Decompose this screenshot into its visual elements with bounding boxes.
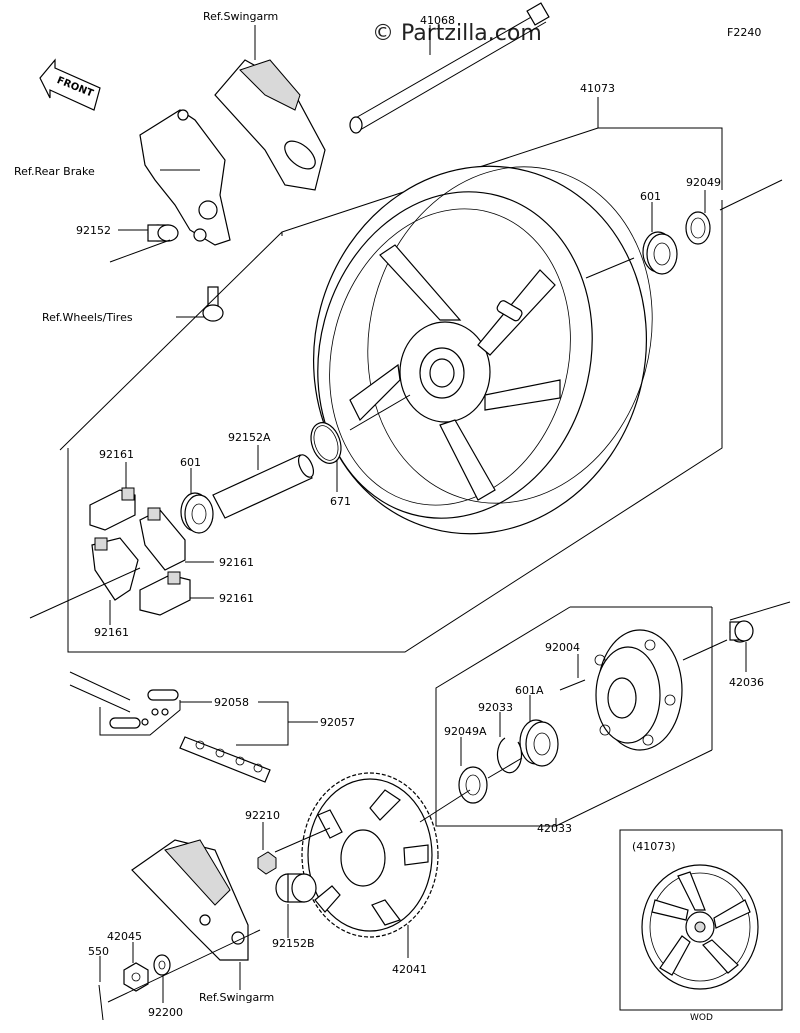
label-41068: 41068 <box>420 14 455 27</box>
watermark: © Partzilla.com <box>372 21 542 46</box>
o-ring-671 <box>310 422 342 464</box>
damper-92161-d <box>139 571 191 616</box>
valve-stem <box>202 286 224 322</box>
sprocket-hub-42033 <box>594 629 683 751</box>
collar-92152 <box>147 224 179 242</box>
swingarm-bracket-bottom <box>131 839 249 961</box>
damper-92161-b <box>139 507 186 571</box>
cotter-pin-550 <box>98 984 104 1021</box>
label-92152: 92152 <box>76 224 111 237</box>
inset-title: (41073) <box>632 840 676 853</box>
label-41073: 41073 <box>580 82 615 95</box>
label-92058: 92058 <box>214 696 249 709</box>
seal-92049 <box>685 211 711 245</box>
label-92161-a: 92161 <box>99 448 134 461</box>
label-92161-b: 92161 <box>219 556 254 569</box>
collar-42036 <box>729 620 754 643</box>
inset-caption: WOD <box>690 1013 713 1023</box>
rear-wheel <box>312 165 653 535</box>
label-ref-wheels-tires: Ref.Wheels/Tires <box>42 311 133 324</box>
front-arrow-icon: FRONT <box>39 58 101 111</box>
label-42041: 42041 <box>392 963 427 976</box>
label-601A: 601A <box>515 684 544 697</box>
damper-92161-c <box>91 537 139 601</box>
label-42036: 42036 <box>729 676 764 689</box>
rear-sprocket-42041 <box>301 772 439 938</box>
label-92161-c: 92161 <box>219 592 254 605</box>
drive-chain <box>69 671 271 783</box>
axle-41068 <box>349 2 550 134</box>
label-92152A: 92152A <box>228 431 271 444</box>
label-ref-rear-brake: Ref.Rear Brake <box>14 165 95 178</box>
damper-92161-a <box>89 487 136 531</box>
circlip-92033 <box>496 737 523 774</box>
label-92004: 92004 <box>545 641 580 654</box>
bearing-601-mid <box>180 492 214 534</box>
label-ref-swingarm-top: Ref.Swingarm <box>203 10 278 23</box>
washer-92200 <box>153 954 171 976</box>
bearing-601A <box>519 719 559 767</box>
castle-nut-42045 <box>123 962 149 992</box>
nut-92210 <box>257 851 277 875</box>
label-92200: 92200 <box>148 1006 183 1019</box>
inset-wheel-41073: (41073) WOD <box>619 829 783 1023</box>
label-601-mid: 601 <box>180 456 201 469</box>
label-92057: 92057 <box>320 716 355 729</box>
collar-92152B <box>275 873 317 903</box>
rear-brake-bracket <box>139 109 231 246</box>
label-601-top: 601 <box>640 190 661 203</box>
figure-code: F2240 <box>727 26 761 39</box>
label-42045: 42045 <box>107 930 142 943</box>
label-92152B: 92152B <box>272 937 315 950</box>
label-ref-swingarm-bottom: Ref.Swingarm <box>199 991 274 1004</box>
label-92049: 92049 <box>686 176 721 189</box>
label-550: 550 <box>88 945 109 958</box>
stud-92004 <box>559 679 586 691</box>
bearing-601-top <box>642 231 678 275</box>
label-92049A: 92049A <box>444 725 487 738</box>
swingarm-bracket-top <box>214 59 326 191</box>
label-92210: 92210 <box>245 809 280 822</box>
label-92033: 92033 <box>478 701 513 714</box>
collar-92152A <box>212 454 315 519</box>
label-42033: 42033 <box>537 822 572 835</box>
seal-92049A <box>458 766 488 804</box>
label-671: 671 <box>330 495 351 508</box>
label-92161-d: 92161 <box>94 626 129 639</box>
